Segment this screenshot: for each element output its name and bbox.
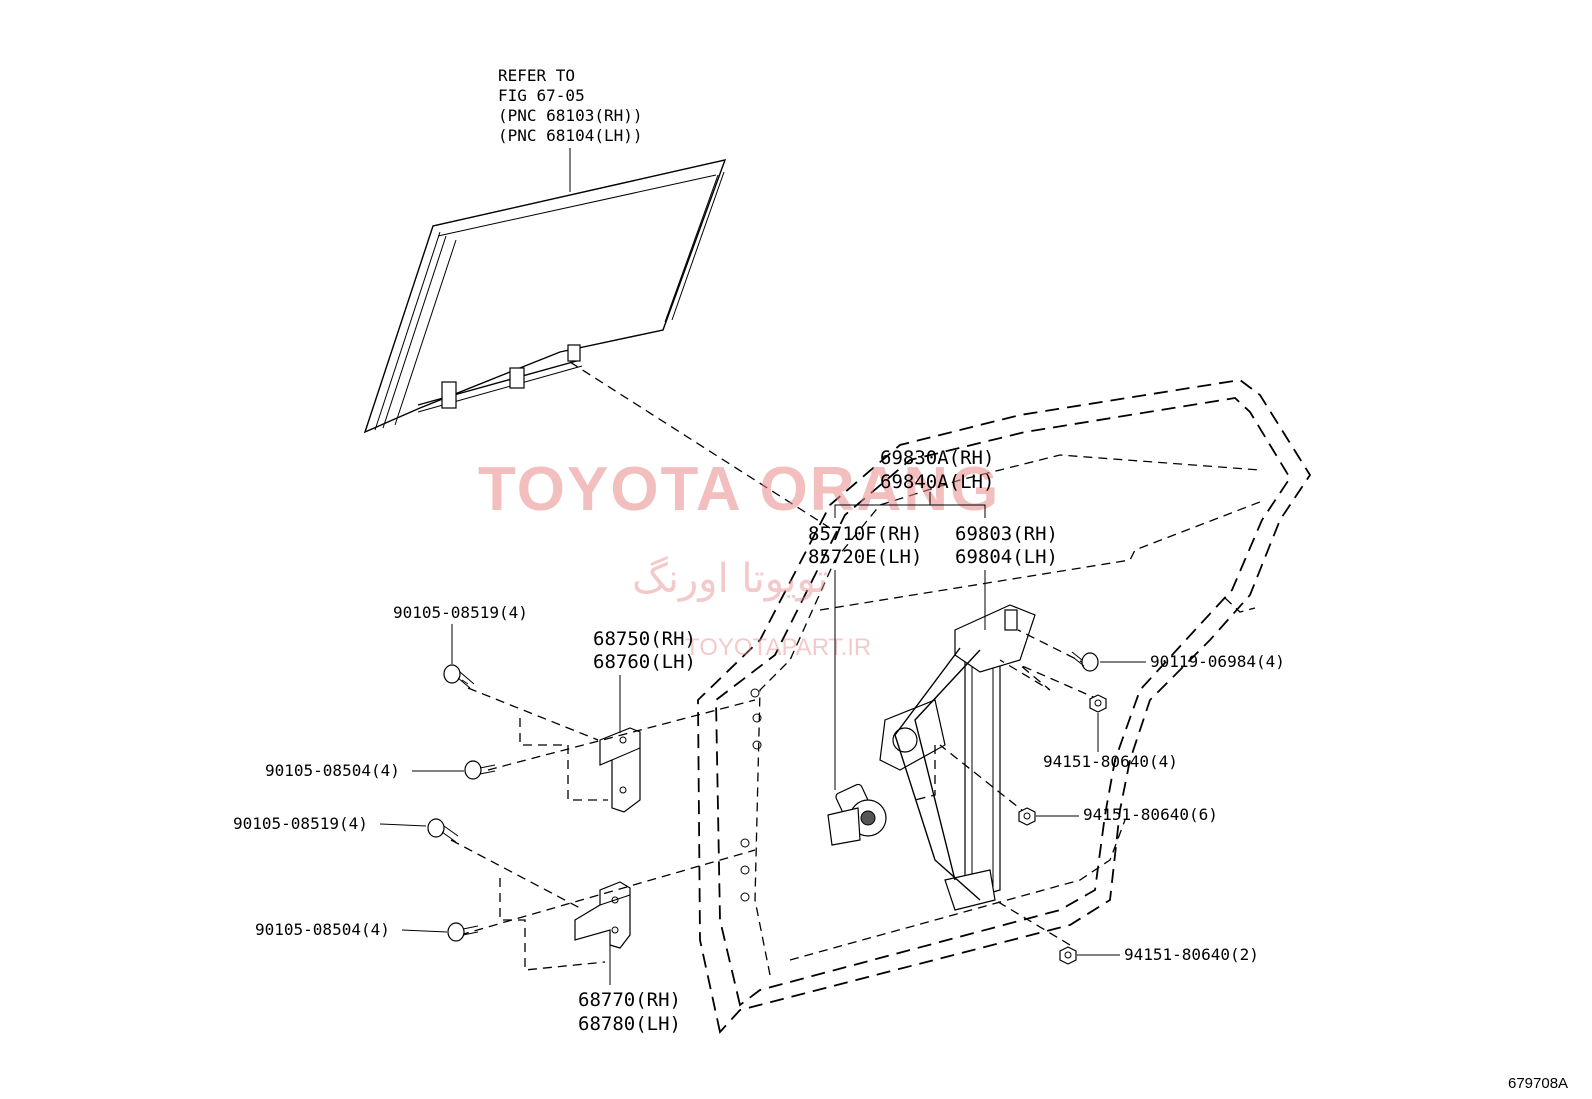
watermark-persian: تویوتا اورنگ <box>632 556 828 602</box>
bolt-icon[interactable] <box>427 818 459 843</box>
watermark-url: TOYOTAPART.IR <box>685 634 871 661</box>
callout-regulator-motor-kit[interactable]: 69830A(RH) 69840A(LH) <box>834 447 994 518</box>
nut-icon[interactable] <box>1089 694 1107 713</box>
nut-icon[interactable] <box>1018 807 1036 826</box>
callout-nut-regulator-lower-text: 94151-80640(2) <box>1124 945 1259 964</box>
callout-upper-hinge[interactable]: 68750(RH) 68760(LH) <box>593 628 696 733</box>
bolt-icon[interactable] <box>447 922 479 942</box>
callout-bolt-lower-hinge-body-text: 90105-08504(4) <box>255 920 390 939</box>
nut-icon[interactable] <box>1059 946 1077 965</box>
callout-nut-regulator-lower[interactable]: 94151-80640(2) <box>1077 945 1259 964</box>
glass-reference-note: REFER TO FIG 67-05 (PNC 68103(RH)) (PNC … <box>498 66 643 145</box>
bolt-icon[interactable] <box>443 664 475 689</box>
door-panel-outline-icon <box>697 379 1312 1034</box>
callout-kit-rh: 69830A(RH) <box>880 447 994 469</box>
door-hinge-holes <box>740 688 762 902</box>
callout-upper-hinge-rh: 68750(RH) <box>593 628 696 650</box>
glass-reference-line4: (PNC 68104(LH)) <box>498 126 643 145</box>
callout-bolt-lower-hinge-door-text: 90105-08519(4) <box>233 814 368 833</box>
callout-bolt-upper-hinge-door[interactable]: 90105-08519(4) <box>393 603 528 664</box>
hinge-guide-lines <box>450 687 756 971</box>
regulator-motor-icon[interactable] <box>827 783 887 846</box>
glass-reference-line3: (PNC 68103(RH)) <box>498 106 643 125</box>
glass-reference-line2: FIG 67-05 <box>498 86 585 105</box>
callout-bolt-upper-hinge-door-text: 90105-08519(4) <box>393 603 528 622</box>
callout-bolt-lower-hinge-body[interactable]: 90105-08504(4) <box>255 920 448 939</box>
callout-bolt-upper-hinge-body[interactable]: 90105-08504(4) <box>265 761 464 780</box>
watermark-brand: TOYOTA ORANG <box>478 455 1000 524</box>
callout-bolt-lower-hinge-door[interactable]: 90105-08519(4) <box>233 814 427 833</box>
callout-kit-lh: 69840A(LH) <box>880 471 994 493</box>
callout-nut-regulator-mid[interactable]: 94151-80640(6) <box>1036 805 1218 824</box>
figure-id: 679708A <box>1508 1075 1568 1092</box>
callout-motor[interactable]: 85710F(RH) 85720E(LH) <box>808 523 922 790</box>
door-hinge-icon[interactable] <box>574 881 631 949</box>
callout-bolt-regulator[interactable]: 90119-06984(4) <box>1100 652 1285 671</box>
door-glass-icon[interactable] <box>363 159 727 434</box>
callout-motor-lh: 85720E(LH) <box>808 546 922 568</box>
callout-motor-rh: 85710F(RH) <box>808 523 922 545</box>
watermark: TOYOTA ORANG تویوتا اورنگ TOYOTAPART.IR <box>478 455 1000 661</box>
door-hinge-icon[interactable] <box>599 727 641 813</box>
callout-bolt-upper-hinge-body-text: 90105-08504(4) <box>265 761 400 780</box>
callout-bolt-regulator-text: 90119-06984(4) <box>1150 652 1285 671</box>
glass-reference-line1: REFER TO <box>498 66 575 85</box>
callout-regulator-lh: 69804(LH) <box>955 546 1058 568</box>
callout-nut-regulator-mid-text: 94151-80640(6) <box>1083 805 1218 824</box>
glass-to-regulator-guide <box>569 361 831 529</box>
window-regulator-icon[interactable] <box>879 604 1036 911</box>
bolt-icon[interactable] <box>1071 651 1099 672</box>
callout-regulator-rh: 69803(RH) <box>955 523 1058 545</box>
bolt-icon[interactable] <box>464 760 496 780</box>
regulator-guide-lines <box>914 629 1101 946</box>
callout-lower-hinge-lh: 68780(LH) <box>578 1013 681 1035</box>
callout-regulator[interactable]: 69803(RH) 69804(LH) <box>955 523 1058 630</box>
callout-nut-regulator-upper[interactable]: 94151-80640(4) <box>1043 713 1178 771</box>
callout-lower-hinge-rh: 68770(RH) <box>578 989 681 1011</box>
callout-lower-hinge[interactable]: 68770(RH) 68780(LH) <box>578 945 681 1035</box>
callout-nut-regulator-upper-text: 94151-80640(4) <box>1043 752 1178 771</box>
callout-upper-hinge-lh: 68760(LH) <box>593 651 696 673</box>
